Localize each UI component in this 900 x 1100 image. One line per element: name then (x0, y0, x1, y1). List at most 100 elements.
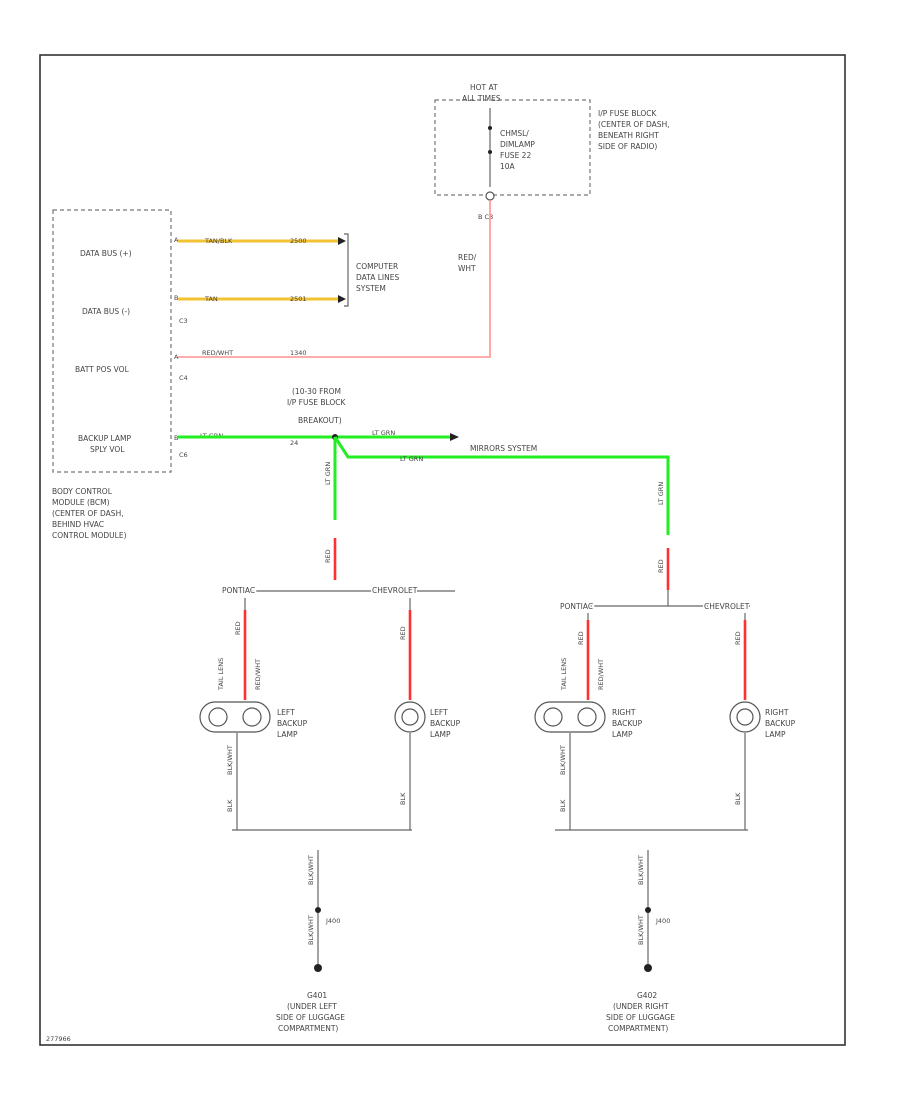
splice-dot (315, 907, 321, 913)
fuse-block-outline (434, 99, 591, 196)
ground-wire-label: BLK/WHT (637, 855, 645, 885)
bcm-pin-letter: A (174, 236, 179, 244)
bcm-desc-2: MODULE (BCM) (52, 498, 110, 507)
circuit-number: 1340 (290, 349, 307, 357)
pontiac-red-label: RED (577, 631, 585, 645)
right-branch-green-wire (333, 436, 670, 535)
lamp-label-2: BACKUP (277, 719, 308, 728)
bcm-desc-5: CONTROL MODULE) (52, 531, 127, 540)
data-lines-bracket (344, 233, 349, 307)
ground-label-4: COMPARTMENT) (608, 1024, 668, 1033)
chevrolet-option-label: CHEVROLET (704, 602, 750, 611)
lamp-label-3: LAMP (765, 730, 786, 739)
lamp-label-3: LAMP (430, 730, 451, 739)
computer-data-lines: COMPUTER DATA LINES SYSTEM (344, 233, 399, 307)
bcm-outline (52, 209, 172, 473)
chevrolet-red-label: RED (399, 626, 407, 640)
ground-label-3: SIDE OF LUGGAGE (276, 1013, 345, 1022)
bcm-pin-letter: B (174, 294, 178, 302)
ground-terminal-icon (314, 964, 322, 972)
lamp-label-2: BACKUP (612, 719, 643, 728)
arrow-icon (450, 433, 459, 441)
fuse-block-desc-2: (CENTER OF DASH, (598, 120, 670, 129)
bcm-pin-label: SPLY VOL (90, 445, 125, 454)
fuse-name-1: CHMSL/ (500, 129, 529, 138)
bcm-pin-label: BACKUP LAMP (78, 434, 131, 443)
fuse-block-desc-4: SIDE OF RADIO) (598, 142, 657, 151)
arrow-icon (338, 295, 346, 303)
ground-wire-label: BLK (559, 799, 567, 812)
splice-id: J400 (655, 917, 670, 925)
fuse-output-connector-icon (485, 191, 495, 201)
circuit-number: 2501 (290, 295, 307, 303)
right-backup-lamp-circuit: PONTIAC CHEVROLET RED RED/WHT TAIL LENS … (534, 590, 796, 1033)
splice-note-3: BREAKOUT) (298, 416, 342, 425)
bcm-pin-label: DATA BUS (-) (82, 307, 130, 316)
bulb-icon (208, 707, 228, 727)
pontiac-red-label: RED/WHT (597, 659, 605, 690)
splice-dot (645, 907, 651, 913)
circuit-number: 24 (290, 439, 298, 447)
circuit-number: 2500 (290, 237, 307, 245)
bulb-icon (242, 707, 262, 727)
lamp-label-1: RIGHT (612, 708, 636, 717)
bcm-pin-connector: C3 (179, 317, 188, 325)
diagram-frame (39, 54, 846, 1046)
wire-color-label: RED/WHT (202, 349, 233, 357)
arrow-icon (338, 237, 346, 245)
pontiac-red-label: RED (234, 621, 242, 635)
lamp-label-1: LEFT (277, 708, 295, 717)
figure-id: 277966 (46, 1035, 71, 1043)
bcm-pin-connector: C4 (179, 374, 188, 382)
bulb-icon (577, 707, 597, 727)
data-lines-label-1: COMPUTER (356, 262, 398, 271)
ground-label-4: COMPARTMENT) (278, 1024, 338, 1033)
bcm-desc-1: BODY CONTROL (52, 487, 113, 496)
ground-label-2: (UNDER LEFT (287, 1002, 337, 1011)
bulb-icon (543, 707, 563, 727)
bulb-icon (401, 708, 419, 726)
ground-wire-label: BLK (226, 799, 234, 812)
lamp-label-2: BACKUP (765, 719, 796, 728)
fuse-block-desc-1: I/P FUSE BLOCK (598, 109, 658, 118)
chevrolet-red-label: RED (734, 631, 742, 645)
lamp-label-2: BACKUP (430, 719, 461, 728)
fuse-name-2: DIMLAMP (500, 140, 535, 149)
ground-wire-label: BLK/WHT (559, 745, 567, 775)
ground-wire-label: BLK (399, 792, 407, 805)
fuse-block: HOT AT ALL TIMES CHMSL/ DIMLAMP FUSE 22 … (434, 83, 670, 273)
ground-label-3: SIDE OF LUGGAGE (606, 1013, 675, 1022)
bcm-pin-letter: A (174, 353, 179, 361)
body-control-module: DATA BUS (+) A TAN/BLK 2500 DATA BUS (-)… (52, 209, 346, 540)
batt-feed-wire (178, 200, 491, 358)
fuse-wire-color-2: WHT (458, 264, 476, 273)
bulb-icon (736, 708, 754, 726)
splice-id: J400 (325, 917, 340, 925)
branch-green-label: LT GRN (324, 462, 332, 485)
pontiac-red-label: RED/WHT (254, 659, 262, 690)
tail-lens-label: TAIL LENS (217, 658, 225, 691)
fuse-hot-times-label: ALL TIMES (462, 94, 501, 103)
mirrors-system-label: MIRRORS SYSTEM (470, 444, 537, 453)
bcm-pin-label: DATA BUS (+) (80, 249, 132, 258)
branch-green-label: LT GRN (657, 482, 665, 505)
fuse-amp: 10A (500, 162, 516, 171)
ground-wire-label: BLK/WHT (307, 855, 315, 885)
data-lines-label-3: SYSTEM (356, 284, 386, 293)
bcm-pin-letter: B (174, 434, 178, 442)
wire-color-label: TAN/BLK (204, 237, 233, 245)
bcm-desc-3: (CENTER OF DASH, (52, 509, 124, 518)
lamp-label-3: LAMP (277, 730, 298, 739)
fuse-block-desc-3: BENEATH RIGHT (598, 131, 659, 140)
fuse-wire-color-1: RED/ (458, 253, 477, 262)
bcm-pin-label: BATT POS VOL (75, 365, 130, 374)
ground-label-2: (UNDER RIGHT (613, 1002, 669, 1011)
ground-wire-label: BLK (734, 792, 742, 805)
ground-wire-label: BLK/WHT (637, 915, 645, 945)
data-lines-label-2: DATA LINES (356, 273, 399, 282)
lamp-label-1: RIGHT (765, 708, 789, 717)
splice-wire-label: LT GRN (400, 455, 423, 463)
ground-terminal-icon (644, 964, 652, 972)
ground-label-1: G401 (307, 991, 327, 1000)
